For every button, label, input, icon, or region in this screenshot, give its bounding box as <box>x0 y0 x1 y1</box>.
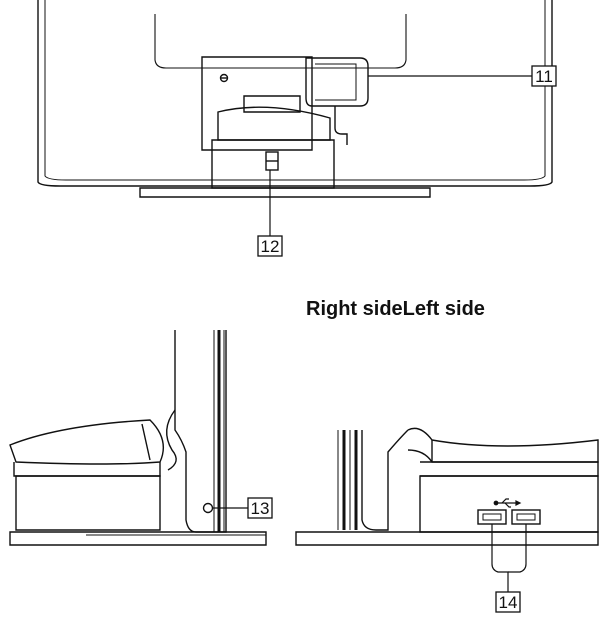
rear-view-illustration <box>37 0 553 236</box>
usb-icon <box>493 498 522 508</box>
left-side-label: Left side <box>402 298 485 320</box>
svg-text:13: 13 <box>251 499 270 518</box>
right-side-view-illustration <box>9 330 267 546</box>
svg-text:11: 11 <box>535 67 553 86</box>
svg-text:12: 12 <box>261 237 280 256</box>
callout-14: 14 <box>495 591 521 613</box>
side-views-heading: Right sideLeft side <box>306 298 485 321</box>
svg-text:14: 14 <box>499 593 518 612</box>
callout-12: 12 <box>257 235 283 257</box>
right-side-label: Right side <box>306 298 403 320</box>
callout-13: 13 <box>247 497 273 519</box>
callout-11: 11 <box>531 65 557 87</box>
left-side-view-illustration <box>295 427 599 592</box>
